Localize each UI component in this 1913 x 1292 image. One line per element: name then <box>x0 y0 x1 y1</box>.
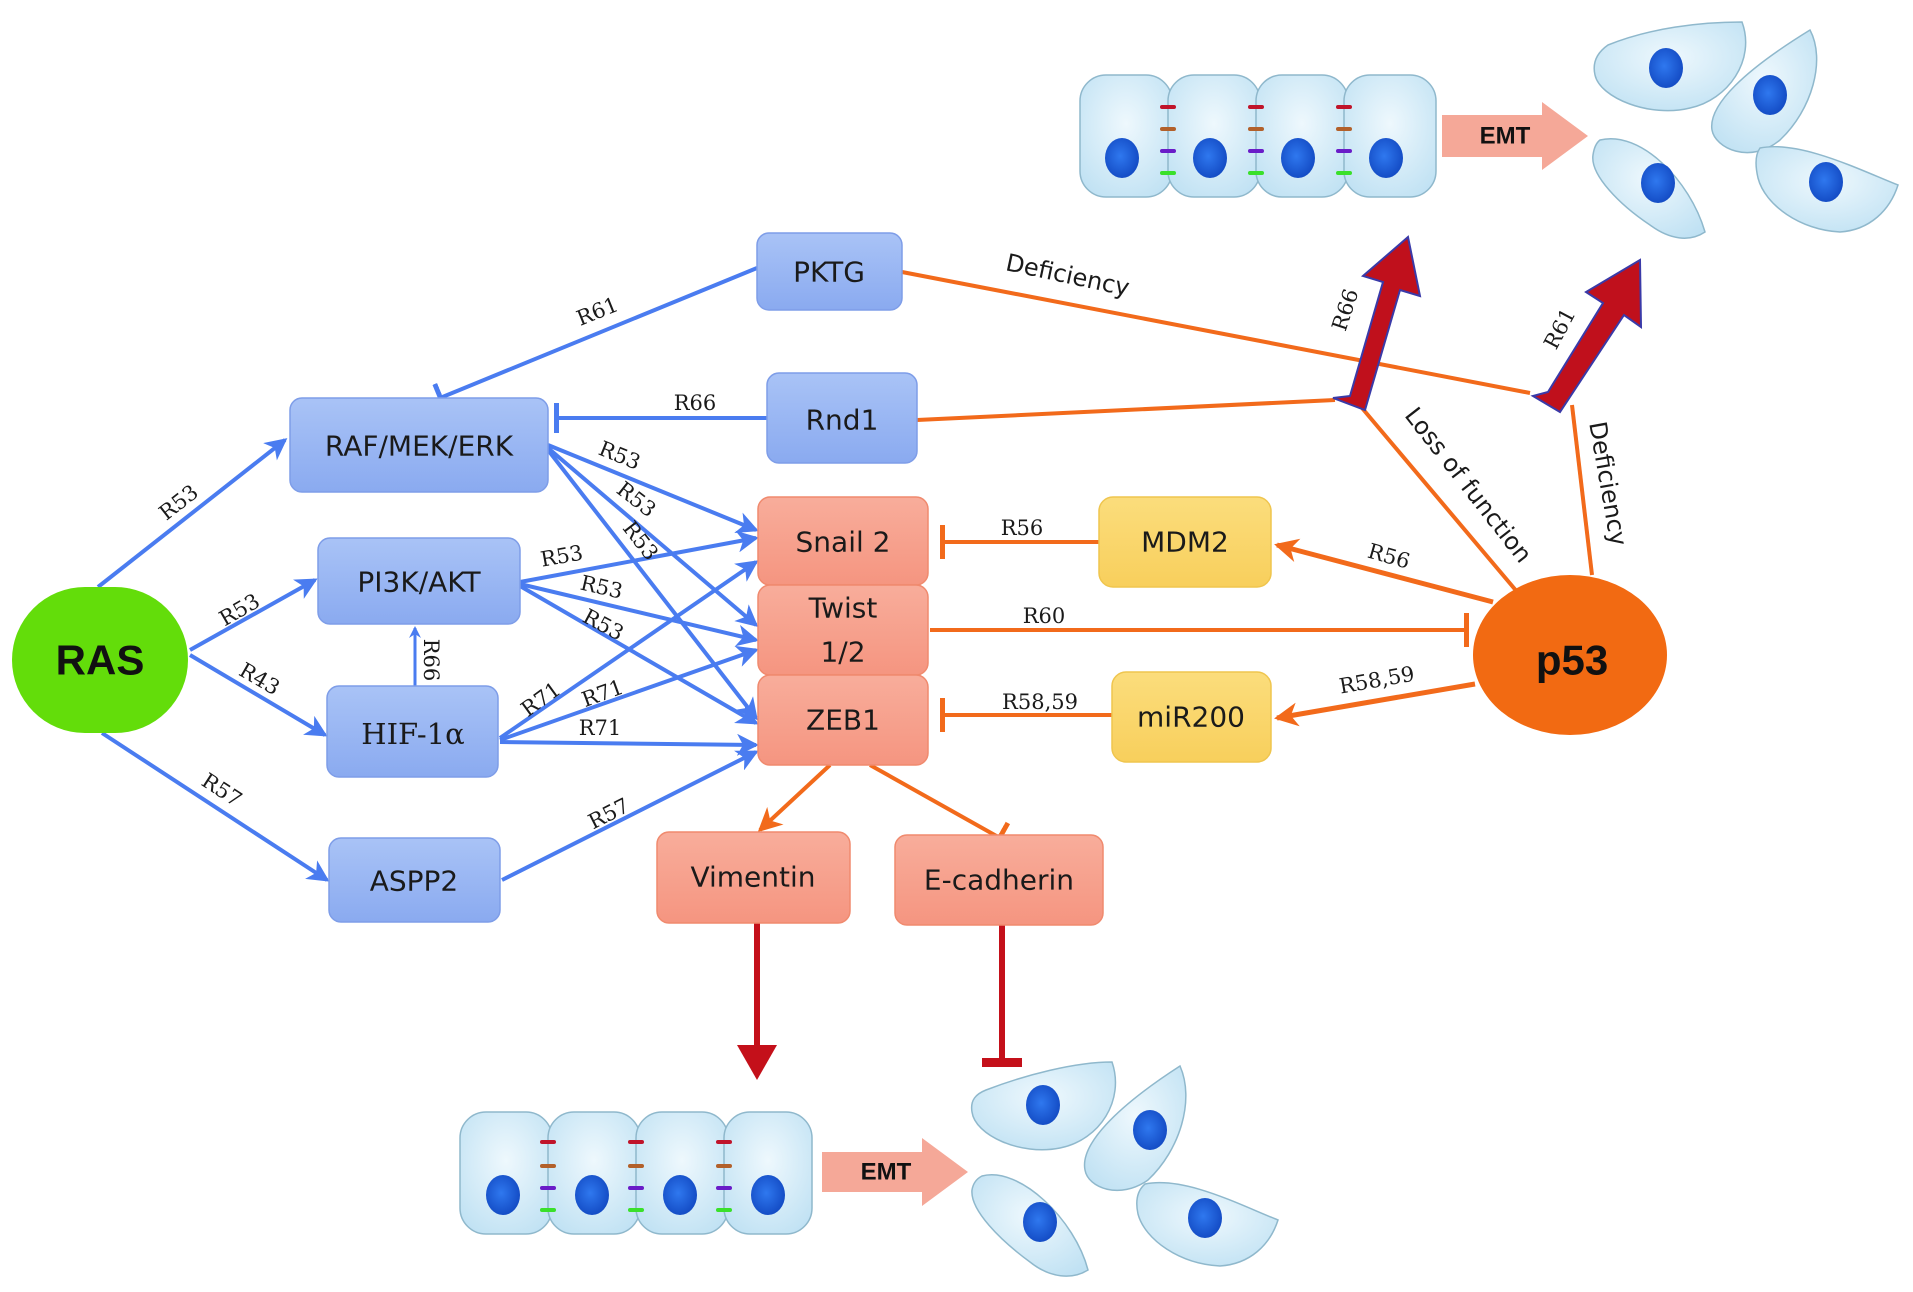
label-pi3k-zeb: R53 <box>579 604 628 645</box>
big-red-arrows <box>1332 235 1643 414</box>
edge-raf-snail <box>547 443 759 533</box>
edge-pi3k-zeb <box>518 584 759 725</box>
mir200-label: miR200 <box>1137 701 1245 734</box>
twist-label-line2: 1/2 <box>820 636 865 669</box>
edge-rnd1-p53 <box>916 398 1336 422</box>
node-mdm2[interactable]: MDM2 <box>1098 496 1272 588</box>
label-hif-pi3k: R66 <box>419 639 443 682</box>
node-zeb1[interactable]: ZEB1 <box>757 674 929 766</box>
emt-illustration-top: EMT <box>1079 21 1899 239</box>
big-arrow-r61 <box>1530 258 1643 414</box>
node-snail-2[interactable]: Snail 2 <box>757 496 929 586</box>
raf-label: RAF/MEK/ERK <box>325 430 514 463</box>
edge-pktg-raf <box>432 266 758 413</box>
label-mir200-zeb: R58,59 <box>1002 690 1078 714</box>
twist-label-line1: Twist <box>808 592 878 625</box>
edge-ras-raf <box>96 438 288 589</box>
ecadherin-label: E-cadherin <box>924 864 1074 897</box>
emt-label-bottom: EMT <box>861 1159 912 1186</box>
p53-label: p53 <box>1536 637 1608 684</box>
epithelial-cells-top <box>1079 74 1437 198</box>
node-hif-1a[interactable]: HIF-1α <box>326 685 499 778</box>
edge-aspp2-zeb <box>501 750 759 882</box>
edge-hif-twist <box>499 645 759 742</box>
label-pi3k-snail: R53 <box>539 541 585 572</box>
edge-loss-of-function <box>1360 406 1526 602</box>
node-rnd1[interactable]: Rnd1 <box>766 372 918 464</box>
label-p53-mir200: R58,59 <box>1337 662 1416 699</box>
label-loss-of-function: Loss of function <box>1399 402 1537 568</box>
orange-edges <box>757 270 1594 854</box>
label-hif-zeb: R71 <box>579 716 622 740</box>
label-rnd1-raf: R66 <box>674 391 717 415</box>
pi3k-label: PI3K/AKT <box>357 566 481 599</box>
edge-p53-mdm2 <box>1274 538 1494 605</box>
edge-pi3k-twist <box>519 582 759 647</box>
emt-arrow-top: EMT <box>1442 102 1588 170</box>
edge-raf-twist <box>546 446 759 627</box>
zeb1-label: ZEB1 <box>806 704 880 737</box>
ecadherin-block-bar <box>982 1058 1022 1067</box>
node-p53[interactable]: p53 <box>1473 575 1667 735</box>
label-hif-snail: R71 <box>517 677 566 721</box>
label-p53-deficiency: Deficiency <box>1583 419 1632 548</box>
edge-ras-hif <box>188 653 328 737</box>
edge-zeb-ecadherin <box>869 763 1011 854</box>
vimentin-arrow-head <box>737 1045 777 1080</box>
edge-pktg-deficiency <box>901 270 1531 395</box>
junctions-top <box>1160 105 1352 175</box>
node-e-cadherin[interactable]: E-cadherin <box>894 834 1104 926</box>
node-ras[interactable]: RAS <box>12 587 188 733</box>
node-aspp2[interactable]: ASPP2 <box>328 837 501 923</box>
label-raf-twist: R53 <box>612 477 660 522</box>
edge-ras-aspp2 <box>100 731 330 882</box>
vimentin-label: Vimentin <box>690 861 815 894</box>
edge-raf-zeb <box>546 448 758 721</box>
big-arrow-r66 <box>1332 235 1422 412</box>
label-big-arrow-r66: R66 <box>1327 286 1363 334</box>
edge-zeb-vimentin <box>757 763 832 833</box>
mesenchymal-cells-top <box>1592 21 1899 239</box>
label-big-arrow-r61: R61 <box>1539 304 1580 353</box>
node-mir200[interactable]: miR200 <box>1111 671 1272 763</box>
label-ras-aspp2: R57 <box>197 768 246 811</box>
rnd1-label: Rnd1 <box>806 404 879 437</box>
edge-p53-deficiency <box>1570 404 1594 576</box>
node-pktg[interactable]: PKTG <box>756 232 903 311</box>
edge-ras-pi3k <box>189 578 318 652</box>
snail-label: Snail 2 <box>796 526 891 559</box>
blue-edges <box>96 266 767 882</box>
label-mdm2-snail: R56 <box>1001 516 1044 540</box>
edge-hif-snail <box>498 560 759 740</box>
edge-hif-zeb <box>499 733 759 756</box>
hif-label: HIF-1α <box>361 717 464 751</box>
emt-arrow-bottom: EMT <box>822 1138 968 1206</box>
label-ras-raf: R53 <box>155 480 203 525</box>
epithelial-cells-bottom <box>459 1111 813 1235</box>
node-vimentin[interactable]: Vimentin <box>656 831 851 924</box>
label-ras-pi3k: R53 <box>215 589 264 631</box>
junctions-bottom <box>540 1140 732 1212</box>
node-raf-mek-erk[interactable]: RAF/MEK/ERK <box>289 397 549 493</box>
edge-p53-mir200 <box>1274 681 1476 727</box>
emt-illustration-bottom: EMT <box>459 1061 1279 1277</box>
mdm2-label: MDM2 <box>1141 526 1229 559</box>
edge-pi3k-snail <box>519 530 759 584</box>
node-pi3k-akt[interactable]: PI3K/AKT <box>317 537 521 625</box>
label-p53-twist: R60 <box>1023 604 1066 628</box>
ras-label: RAS <box>56 637 145 684</box>
pktg-label: PKTG <box>793 256 865 289</box>
emt-label-top: EMT <box>1480 123 1531 150</box>
node-twist-1-2[interactable]: Twist 1/2 <box>757 584 929 676</box>
aspp2-label: ASPP2 <box>370 865 459 898</box>
label-ras-hif: R43 <box>235 658 284 700</box>
mesenchymal-cells-bottom <box>970 1061 1279 1277</box>
